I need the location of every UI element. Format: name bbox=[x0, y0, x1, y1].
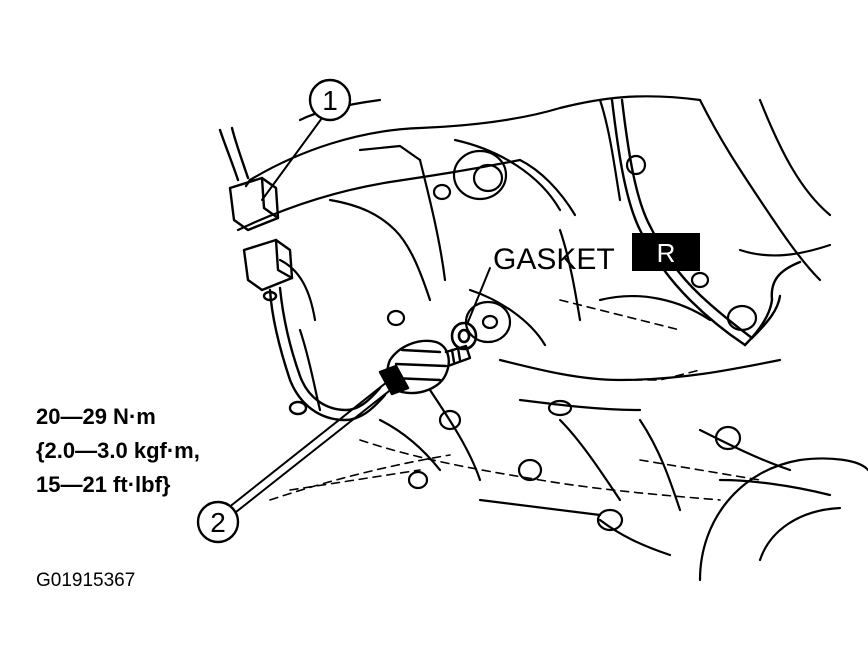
replace-badge bbox=[632, 233, 700, 271]
gasket-washer bbox=[450, 321, 478, 351]
torque-spec: 20—29 N·m {2.0—3.0 kgf·m, 15—21 ft·lbf} bbox=[36, 404, 200, 497]
engine-bolt-bosses bbox=[386, 149, 758, 532]
leader-callout-2-b bbox=[235, 383, 399, 513]
torque-line-2: {2.0—3.0 kgf·m, bbox=[36, 438, 200, 463]
callout-2: 2 bbox=[196, 500, 240, 544]
leader-callout-2-a bbox=[227, 377, 393, 509]
hidden-lines bbox=[269, 299, 761, 501]
connector-assembly bbox=[218, 126, 387, 422]
callout-2-label: 2 bbox=[210, 507, 226, 538]
leader-lines bbox=[227, 117, 491, 513]
engine-pulley bbox=[698, 457, 868, 582]
wiring-harness bbox=[610, 98, 802, 347]
gasket-label-group: GASKET R bbox=[493, 233, 700, 276]
leader-gasket bbox=[467, 267, 491, 323]
connector-lower bbox=[242, 238, 294, 292]
torque-line-3: 15—21 ft·lbf} bbox=[36, 472, 171, 497]
callout-1: 1 bbox=[308, 78, 352, 122]
leader-callout-1 bbox=[261, 117, 323, 201]
callout-1-label: 1 bbox=[322, 85, 338, 116]
replace-badge-label: R bbox=[657, 238, 676, 268]
oil-pressure-sensor bbox=[378, 339, 472, 396]
torque-line-1: 20—29 N·m bbox=[36, 404, 156, 429]
figure-code: G01915367 bbox=[36, 570, 135, 591]
gasket-label: GASKET bbox=[493, 243, 615, 276]
engine-block-outline bbox=[236, 95, 832, 557]
